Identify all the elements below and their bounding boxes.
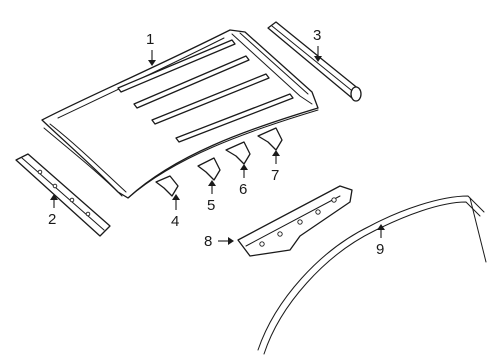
callout-2-label: 2 xyxy=(48,211,56,228)
roof-bow-6 xyxy=(225,141,251,165)
callout-7-label: 7 xyxy=(271,167,279,184)
callout-5: 5 xyxy=(207,180,216,214)
roof-bow-5 xyxy=(197,157,221,181)
callout-6: 6 xyxy=(239,164,248,198)
callout-2: 2 xyxy=(48,194,58,228)
callout-8-label: 8 xyxy=(204,233,212,250)
callout-9-label: 9 xyxy=(376,241,384,258)
roof-weatherstrip xyxy=(257,195,487,355)
roof-bow-4 xyxy=(155,175,179,197)
callout-7: 7 xyxy=(271,150,280,184)
callout-4: 4 xyxy=(171,194,180,230)
roof-bow-7 xyxy=(257,127,283,151)
front-header-rail xyxy=(15,153,111,237)
rear-header-rail xyxy=(267,21,362,102)
callout-9: 9 xyxy=(376,224,385,258)
callout-5-label: 5 xyxy=(207,197,215,214)
roof-side-bracket xyxy=(237,185,353,257)
callout-8: 8 xyxy=(204,233,234,250)
callout-3: 3 xyxy=(313,27,322,62)
roof-panel xyxy=(41,29,319,199)
callout-4-label: 4 xyxy=(171,213,179,230)
callout-1-label: 1 xyxy=(146,31,154,48)
callout-6-label: 6 xyxy=(239,181,247,198)
callout-3-label: 3 xyxy=(313,27,321,44)
callout-1: 1 xyxy=(146,31,156,66)
